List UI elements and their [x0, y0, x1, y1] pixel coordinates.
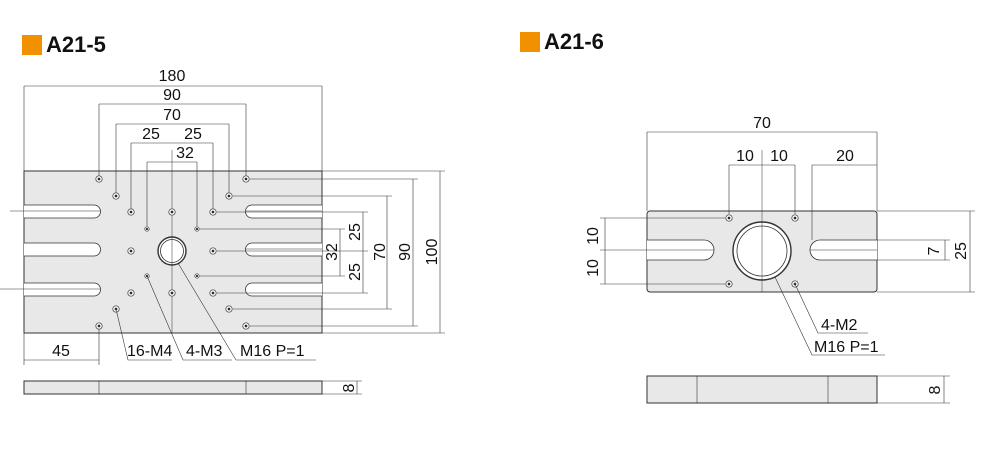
dim-32-vertical: 32 [324, 243, 341, 261]
callout-4-m2: 4-M2 [821, 317, 858, 334]
dim-25-left: 25 [142, 126, 160, 143]
dim-180: 180 [159, 68, 186, 85]
hole-marker-icon [209, 208, 217, 216]
a21-5-title-text: A21-5 [46, 32, 106, 57]
orange-marker-icon [22, 35, 42, 55]
hole-marker-icon [95, 322, 103, 330]
hole-marker-icon [127, 208, 135, 216]
hole-marker-icon [791, 214, 799, 222]
a21-6-leaders [774, 276, 885, 356]
callout-m16: M16 P=1 [240, 343, 305, 360]
a21-6-holes [725, 214, 799, 288]
hole-marker-icon [168, 208, 176, 216]
hole-marker-icon [242, 322, 250, 330]
dim-70-vertical: 70 [372, 243, 389, 261]
hole-marker-icon [127, 247, 135, 255]
dim-25-vertical: 25 [953, 242, 970, 260]
hole-marker-icon [225, 305, 233, 313]
dim-10-right: 10 [770, 148, 788, 165]
hole-marker-icon [194, 273, 200, 279]
a21-5-slots [24, 204, 322, 297]
dim-90: 90 [163, 87, 181, 104]
callout-16-m4: 16-M4 [127, 343, 172, 360]
a21-5-labels: 180 90 70 25 25 32 45 32 25 25 70 90 100… [52, 68, 441, 392]
a21-6-labels: 70 10 10 20 10 10 7 25 8 4-M2 M16 P=1 [585, 115, 970, 394]
a21-5-slot-centerlines [0, 210, 322, 290]
a21-5-side-view [23, 380, 323, 395]
a21-6-title-text: A21-6 [544, 29, 604, 54]
hole-marker-icon [112, 192, 120, 200]
callout-4-m3: 4-M3 [186, 343, 223, 360]
dim-10-vertical-bottom: 10 [585, 259, 602, 277]
dim-25-vertical-top: 25 [347, 223, 364, 241]
dim-10-vertical-top: 10 [585, 227, 602, 245]
hole-marker-icon [725, 280, 733, 288]
dim-25-right: 25 [184, 126, 202, 143]
a21-6-side-dimensions [600, 210, 975, 293]
a21-5-holes [95, 175, 250, 330]
a21-5-drawing [0, 85, 445, 395]
a21-6-top-dimensions [646, 131, 878, 240]
dim-thickness: 8 [341, 383, 358, 392]
hole-marker-icon [209, 247, 217, 255]
dim-100-vertical: 100 [424, 239, 441, 266]
callout-m16: M16 P=1 [814, 339, 879, 356]
hole-marker-icon [225, 192, 233, 200]
dim-32: 32 [176, 145, 194, 162]
dim-70: 70 [163, 107, 181, 124]
a21-5-title: A21-5 [22, 32, 106, 58]
dim-90-vertical: 90 [397, 243, 414, 261]
a21-5-top-dimensions [23, 85, 323, 226]
dim-45: 45 [52, 343, 70, 360]
dim-7-vertical: 7 [926, 246, 943, 255]
hole-marker-icon [95, 175, 103, 183]
a21-6-title: A21-6 [520, 29, 604, 55]
a21-5-bottom-dimension [23, 329, 100, 365]
a21-5-right-dimensions [200, 170, 445, 334]
hole-marker-icon [127, 289, 135, 297]
hole-marker-icon [194, 226, 200, 232]
a21-6-side-view [646, 375, 878, 404]
a21-5-leaders [115, 262, 316, 361]
dim-70: 70 [753, 115, 771, 132]
dim-20: 20 [836, 148, 854, 165]
hole-marker-icon [144, 226, 150, 232]
a21-6-drawing [600, 131, 975, 404]
dim-25-vertical-bottom: 25 [347, 263, 364, 281]
hole-marker-icon [242, 175, 250, 183]
hole-marker-icon [168, 289, 176, 297]
dim-10-left: 10 [736, 148, 754, 165]
orange-marker-icon [520, 32, 540, 52]
dim-thickness: 8 [927, 385, 944, 394]
hole-marker-icon [209, 289, 217, 297]
hole-marker-icon [725, 214, 733, 222]
